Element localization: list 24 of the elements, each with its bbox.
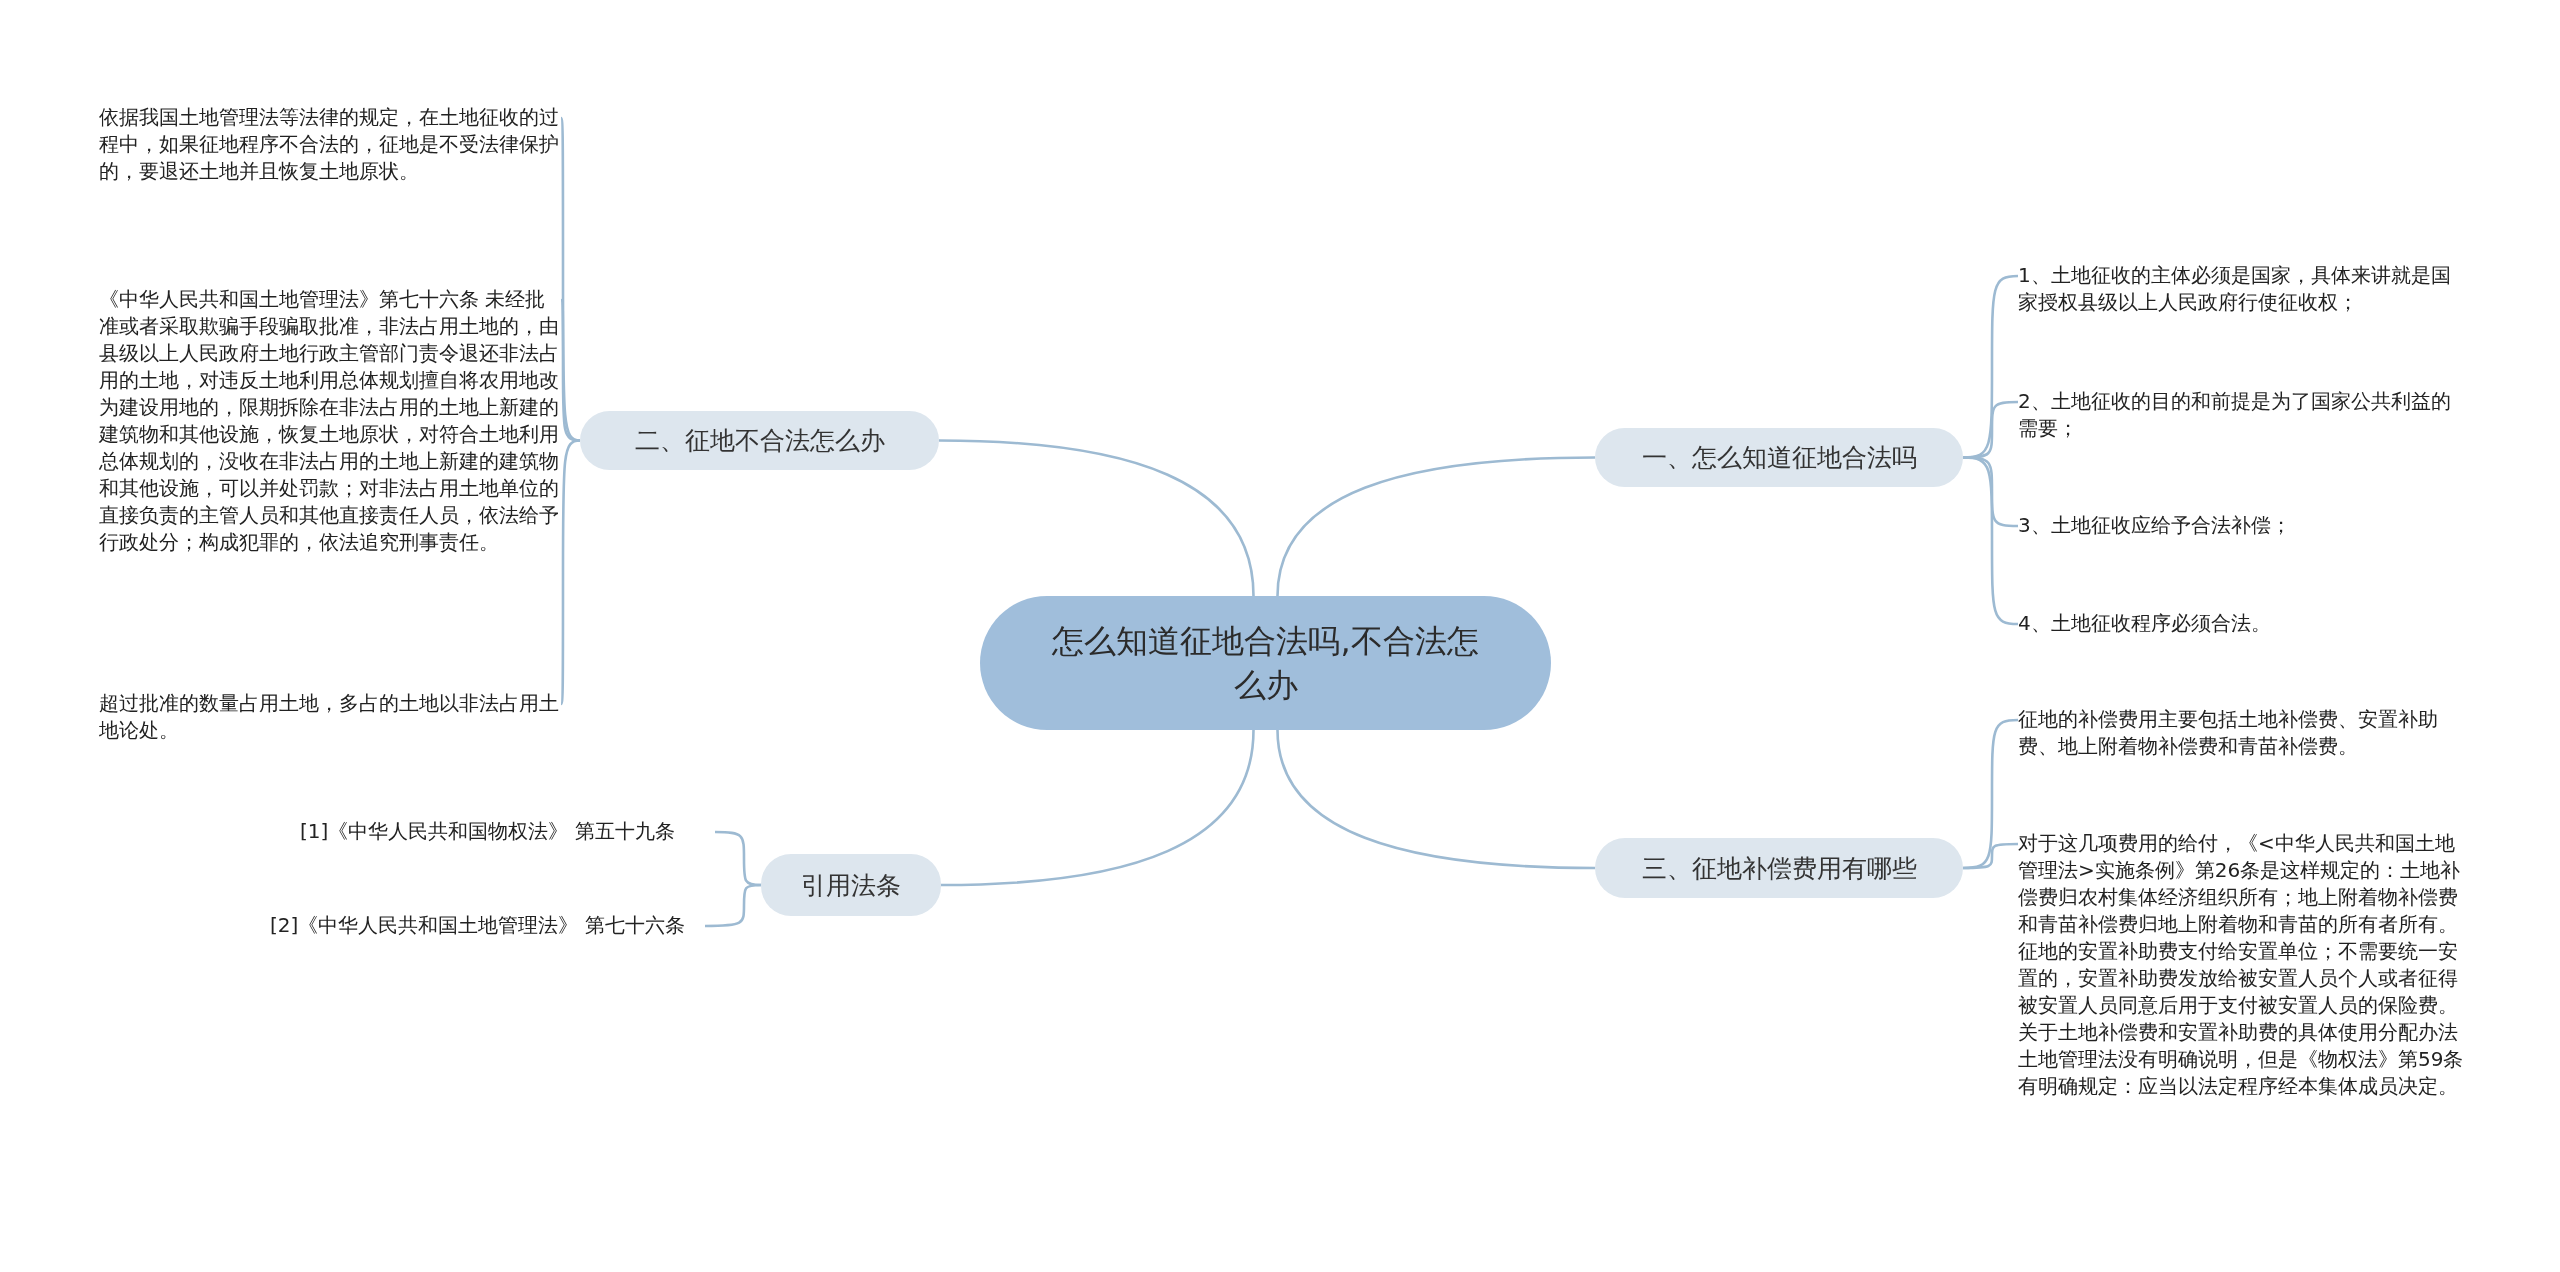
note-text: [1]《中华人民共和国物权法》 第五十九条	[300, 818, 715, 845]
connector-line	[1962, 456, 2019, 626]
topic-pill: 一、怎么知道征地合法吗	[1595, 428, 1963, 487]
note-text: 超过批准的数量占用土地，多占的土地以非法占用土地论处。	[99, 690, 561, 744]
topic-pill: 引用法条	[761, 854, 941, 916]
connector-line	[559, 439, 581, 705]
connector-line	[1276, 729, 1595, 870]
connector-line	[940, 729, 1255, 887]
connector-line	[1963, 842, 2018, 870]
connector-line	[1276, 456, 1595, 597]
note-text: 征地的补偿费用主要包括土地补偿费、安置补助费、地上附着物补偿费和青苗补偿费。	[2018, 706, 2468, 760]
note-text: 4、土地征收程序必须合法。	[2018, 610, 2468, 637]
note-text: [2]《中华人民共和国土地管理法》 第七十六条	[270, 912, 705, 939]
topic-pill: 三、征地补偿费用有哪些	[1595, 838, 1963, 898]
note-text: 2、土地征收的目的和前提是为了国家公共利益的需要；	[2018, 388, 2468, 442]
note-text: 依据我国土地管理法等法律的规定，在土地征收的过程中，如果征地程序不合法的，征地是不受法律保护的，要退还土地并且恢复土地原状。	[99, 104, 561, 185]
connector-line	[938, 439, 1255, 597]
topic-pill: 二、征地不合法怎么办	[580, 411, 939, 470]
note-text: 3、土地征收应给予合法补偿；	[2018, 512, 2468, 539]
note-text: 1、土地征收的主体必须是国家，具体来讲就是国家授权县级以上人民政府行使征收权；	[2018, 262, 2468, 316]
connector-line	[705, 883, 761, 928]
note-text: 对于这几项费用的给付，《<中华人民共和国土地管理法>实施条例》第26条是这样规定的：土地补偿费归农村集体经济组织所有；地上附着物补偿费和青苗补偿费归地上附着物和青苗的所有者所有。征地的安置补助费支付给安置单位；不需要统一安置的，安置补助费发放给被安置人员个人或者征得被安置人员同意后用于支付被安置人员的保险费。关于土地补偿费和安置补助费的具体使用分配办法土地管理法没有明确说明，但是《物权法》第59条有明确规定：应当以法定程序经本集体成员决定。	[2018, 830, 2468, 1100]
central-topic: 怎么知道征地合法吗,不合法怎么办	[980, 596, 1551, 730]
note-text: 《中华人民共和国土地管理法》第七十六条 未经批准或者采取欺骗手段骗取批准，非法占用土地的，由县级以上人民政府土地行政主管部门责令退还非法占用的土地，对违反土地利用总体规划擅自将农用地改为建设用地的，限期拆除在非法占用的土地上新建的建筑物和其他设施，恢复土地原状，对符合土地利用总体规划的，没收在非法占用的土地上新建的建筑物和其他设施，可以并处罚款；对非法占用土地单位的直接负责的主管人员和其他直接责任人员，依法给予行政处分；构成犯罪的，依法追究刑事责任。	[99, 286, 561, 556]
